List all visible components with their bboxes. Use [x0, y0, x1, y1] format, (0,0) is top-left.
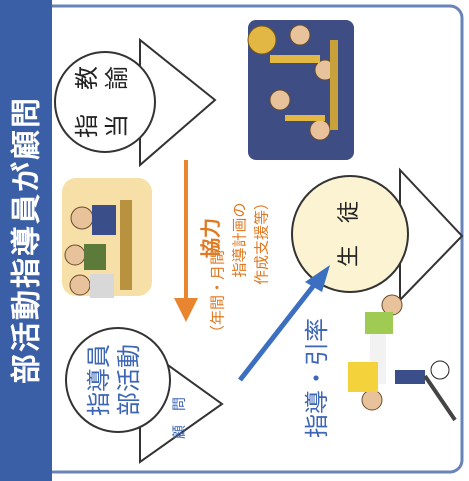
cooperation-note-line1: （年間・月間: [209, 250, 227, 340]
bukatsu-circle: [65, 327, 171, 433]
bukatsu-label-line2: 指導員: [85, 344, 113, 416]
header-title: 部活動指導員が顧問: [10, 96, 45, 384]
student-circle: [291, 175, 409, 293]
teacher-label-line1: 当 諭: [103, 66, 131, 138]
cooperation-note-line3: 作成支援等）: [253, 195, 271, 285]
soccer-players-illustration: [348, 294, 457, 422]
meeting-illustration: [62, 178, 152, 298]
cooperation-label: 協力: [199, 218, 223, 258]
teacher-node: 当 諭 指 教: [54, 37, 217, 168]
teacher-label-line2: 指 教: [73, 66, 101, 138]
bukatsu-label-line1: 部活動: [115, 344, 143, 416]
header-band: [0, 0, 52, 481]
bukatsu-node: 部活動 指導員 顧 問: [65, 327, 224, 464]
soccer-ball-icon: [430, 360, 450, 380]
student-node: 生 徒: [291, 167, 464, 303]
cooperation-note-line2: 指導計画の: [231, 202, 249, 277]
guidance-label: 指導・引率: [303, 318, 331, 438]
bukatsu-role: 顧 問: [172, 397, 188, 439]
brass-band-illustration: [247, 20, 354, 160]
guidance-arrow: [238, 265, 330, 382]
cooperation-arrow: [174, 160, 198, 322]
student-label: 生 徒: [337, 201, 362, 267]
teacher-circle: [54, 51, 156, 153]
